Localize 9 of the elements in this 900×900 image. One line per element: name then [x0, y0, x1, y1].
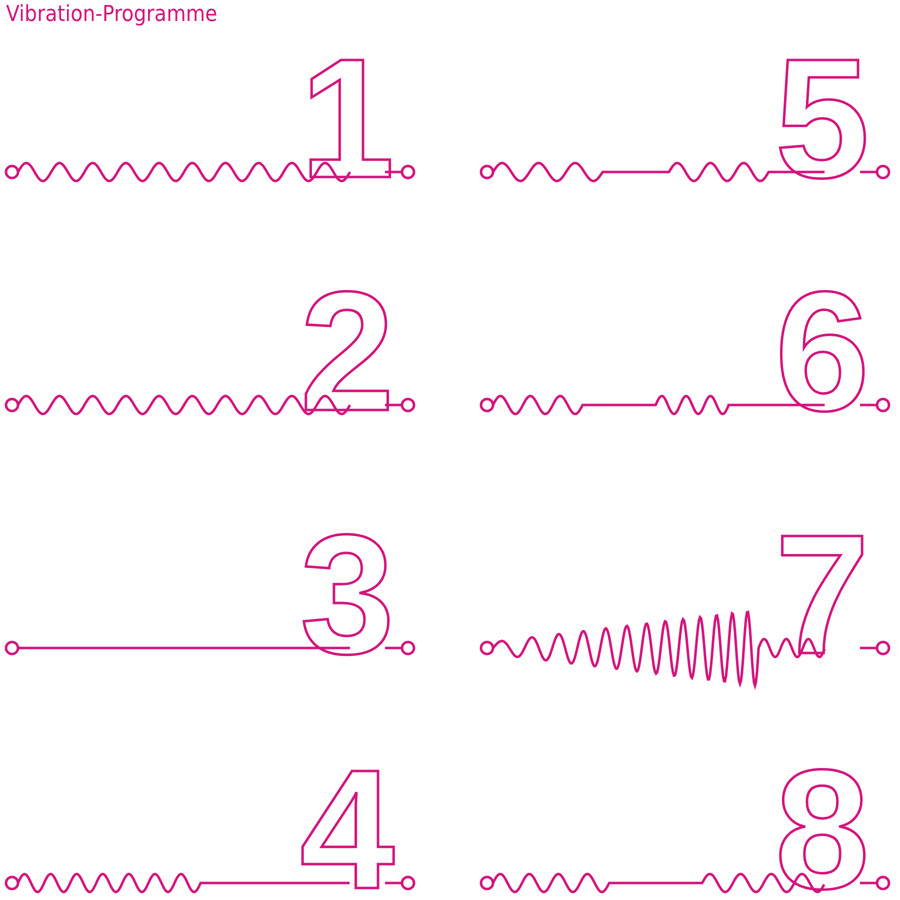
program-number: 7: [775, 520, 870, 670]
program-number: 1: [300, 44, 395, 194]
program-number: 3: [300, 520, 395, 670]
program-number: 6: [775, 277, 870, 427]
title: Vibration-Programme: [6, 2, 218, 27]
program-number: 8: [775, 755, 870, 900]
program-number: 4: [300, 755, 395, 900]
program-number: 5: [775, 44, 870, 194]
program-number: 2: [300, 277, 395, 427]
